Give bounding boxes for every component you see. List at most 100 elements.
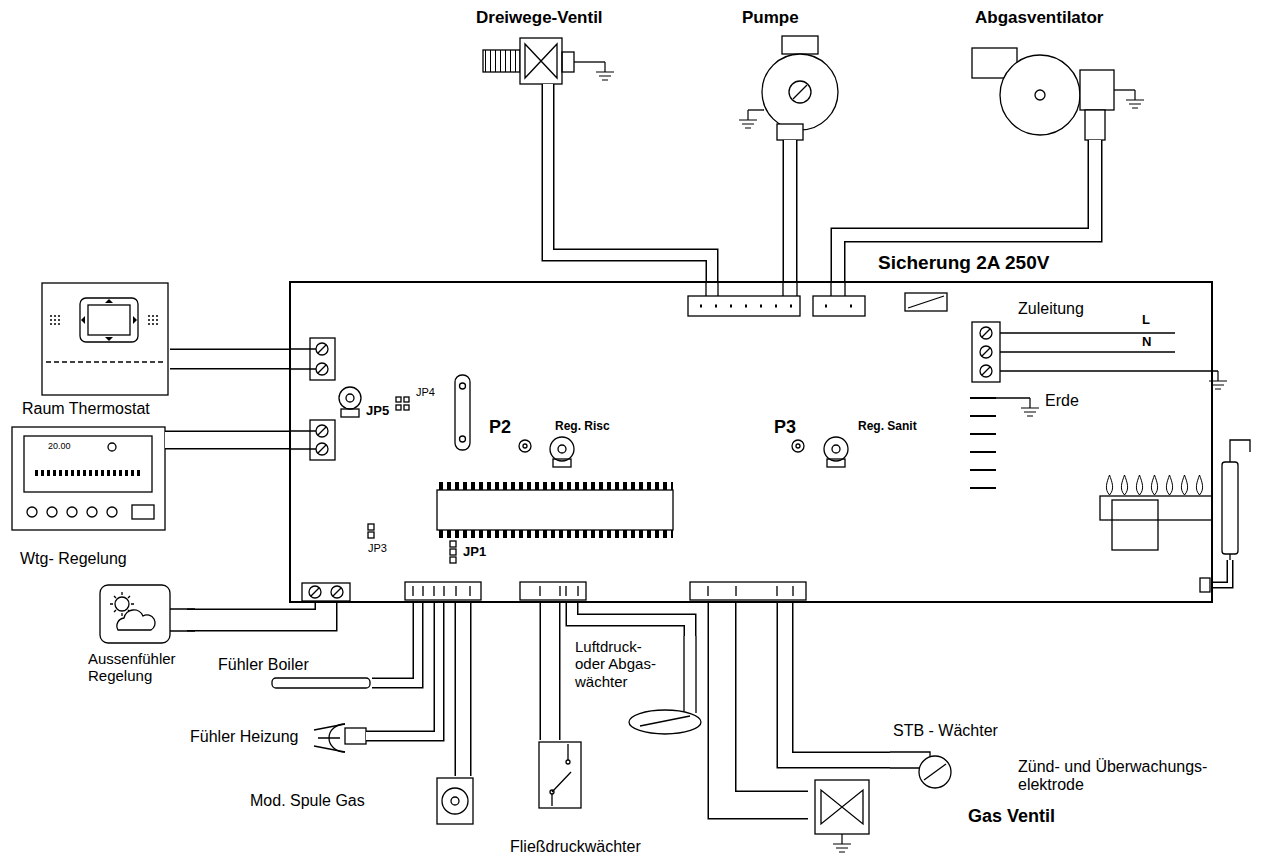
board-components xyxy=(982,348,990,356)
overheat-limiter-symbol xyxy=(924,764,946,780)
flow-pressure-switch-symbol xyxy=(566,760,570,764)
board-components xyxy=(311,588,319,596)
wire-connector xyxy=(170,359,289,360)
weather-control-symbol xyxy=(27,507,37,517)
supply-wire xyxy=(1021,398,1039,416)
pump-symbol xyxy=(739,110,757,128)
three-way-valve-symbol xyxy=(525,44,557,78)
flue-fan-symbol xyxy=(1035,90,1045,100)
board-components xyxy=(905,293,947,311)
board-components xyxy=(316,343,328,355)
wire-connector xyxy=(1213,560,1230,585)
gas-valve-symbol xyxy=(821,790,863,824)
wire-connector xyxy=(572,603,690,636)
board-components xyxy=(341,409,359,417)
room-thermostat-symbol xyxy=(46,361,164,362)
board-components xyxy=(316,363,328,375)
modulation-coil-symbol xyxy=(451,797,459,805)
board-components xyxy=(813,296,865,316)
component-label: STB - Wächter xyxy=(893,722,998,740)
wire-outline xyxy=(785,603,890,760)
wire-outline xyxy=(455,603,472,776)
weather-control-symbol xyxy=(34,470,142,476)
circuit-board: P2 Reg. Risc P3 Reg. Sanit JP4JP5JP3 JP1 xyxy=(289,281,1213,603)
board-components xyxy=(792,440,804,452)
board-components xyxy=(437,490,673,530)
earth-label: Erde xyxy=(1045,392,1079,410)
board-components xyxy=(346,394,354,402)
wire-outline xyxy=(838,140,1095,281)
component-label: Pumpe xyxy=(742,8,799,28)
pump-symbol xyxy=(762,54,838,130)
room-thermostat-symbol xyxy=(88,305,130,335)
board-components xyxy=(302,293,1210,601)
component-label: Mod. Spule Gas xyxy=(250,792,365,810)
wire-connector xyxy=(187,603,326,620)
board-components xyxy=(980,365,992,377)
supply-wire xyxy=(1000,333,1218,371)
pot-name: P2 xyxy=(489,417,511,438)
board-components xyxy=(455,375,470,450)
board-components xyxy=(980,327,992,339)
board-components xyxy=(553,459,571,467)
board-components xyxy=(690,582,806,600)
pump-symbol xyxy=(789,81,811,103)
wire-gap xyxy=(722,603,808,805)
wire-gap xyxy=(187,603,326,620)
weather-control-symbol xyxy=(12,427,165,530)
overheat-limiter-symbol xyxy=(919,756,951,788)
jumper-name: JP3 xyxy=(368,542,387,555)
component-label: Dreiwege-Ventil xyxy=(476,8,603,28)
wire-gap xyxy=(366,603,439,736)
component-label: Raum Thermostat xyxy=(22,400,150,418)
component-label: Wtg- Regelung xyxy=(20,550,127,568)
jumper-name: JP5 xyxy=(366,404,389,419)
wire-gap xyxy=(170,350,289,368)
component-label: Zünd- und Überwachungs- elektrode xyxy=(1018,758,1220,795)
wire-gap xyxy=(1213,560,1230,585)
component-label: Fühler Heizung xyxy=(190,728,299,746)
three-way-valve-symbol xyxy=(520,38,562,84)
flue-fan: Abgasventilator xyxy=(965,2,1150,140)
pot-label: Reg. Risc xyxy=(555,420,610,434)
jumper-name: JP4 xyxy=(416,386,435,399)
three-way-valve-symbol xyxy=(483,38,614,84)
pot-name: P3 xyxy=(774,417,796,438)
board-components xyxy=(460,436,466,442)
flow-pressure-switch: Fließdruckwächter xyxy=(508,740,650,859)
wire-connector xyxy=(790,140,791,281)
wire-gap xyxy=(372,603,418,683)
flow-pressure-switch-symbol xyxy=(539,742,581,808)
board-components xyxy=(405,582,481,600)
pot-label: Reg. Sanit xyxy=(858,420,917,434)
wire-outline xyxy=(722,603,808,805)
overheat-limiter-symbol xyxy=(890,752,930,768)
board-components xyxy=(980,346,992,358)
three-way-valve-symbol xyxy=(483,50,520,72)
board-components xyxy=(450,541,456,547)
board-components xyxy=(333,588,341,596)
flue-fan-symbol xyxy=(1000,55,1080,135)
weather-control-symbol xyxy=(12,427,165,530)
board-components xyxy=(404,397,409,402)
jumper-name: JP1 xyxy=(463,545,486,560)
board-components xyxy=(302,583,350,601)
heating-sensor-symbol xyxy=(314,724,366,752)
board-components xyxy=(450,557,456,563)
gas-valve-symbol xyxy=(833,834,851,852)
weather-control: Wtg- Regelung xyxy=(8,425,165,573)
wire-connector xyxy=(550,603,551,740)
room-thermostat-symbol xyxy=(80,298,138,342)
board-components xyxy=(460,383,466,389)
board-components xyxy=(339,387,361,409)
wire-gap xyxy=(165,432,289,448)
component-label: Fließdruckwächter xyxy=(510,838,641,856)
board-components xyxy=(310,338,335,380)
board-components xyxy=(318,345,326,353)
board-components xyxy=(316,425,328,437)
gas-valve-symbol xyxy=(815,780,869,852)
burner-electrode-symbol xyxy=(1100,440,1250,562)
wire-connector xyxy=(165,440,289,441)
wiring-illustration xyxy=(12,36,1250,852)
pump-symbol xyxy=(777,124,803,140)
